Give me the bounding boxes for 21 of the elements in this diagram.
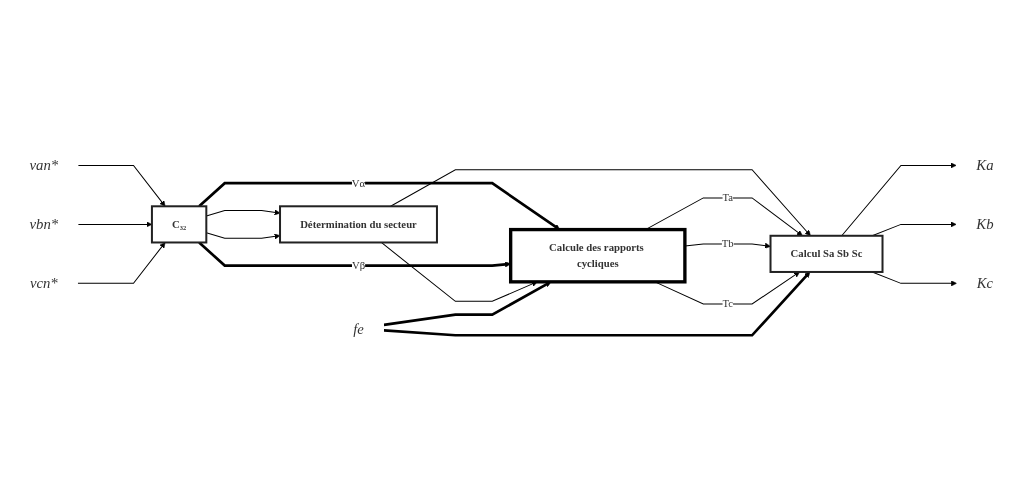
node-text: vbn* [29, 216, 59, 233]
node-text: fe [353, 320, 364, 337]
node-box: C₃₂ [150, 205, 208, 244]
node-box: Détermination du secteur [279, 205, 438, 244]
node-text: Ka [976, 157, 994, 174]
arrow [77, 242, 166, 284]
edge-label: Tc [722, 297, 733, 310]
arrow [198, 181, 560, 230]
edge-label: Vα [351, 177, 366, 189]
node-text: Kb [976, 216, 994, 233]
node-box: Calcul Sa Sb Sc [769, 234, 884, 273]
node-text: Kc [976, 274, 994, 292]
node-text: vcn* [29, 274, 58, 292]
node-box: Calcule des rapports cycliques [509, 227, 687, 284]
node-text: van* [29, 157, 59, 174]
arrow [77, 164, 166, 207]
edge-label: Vβ [351, 259, 366, 271]
edge-label: Ta [722, 191, 733, 204]
arrow [383, 281, 552, 327]
arrow [383, 271, 811, 337]
edge-label: Tb [721, 237, 734, 250]
